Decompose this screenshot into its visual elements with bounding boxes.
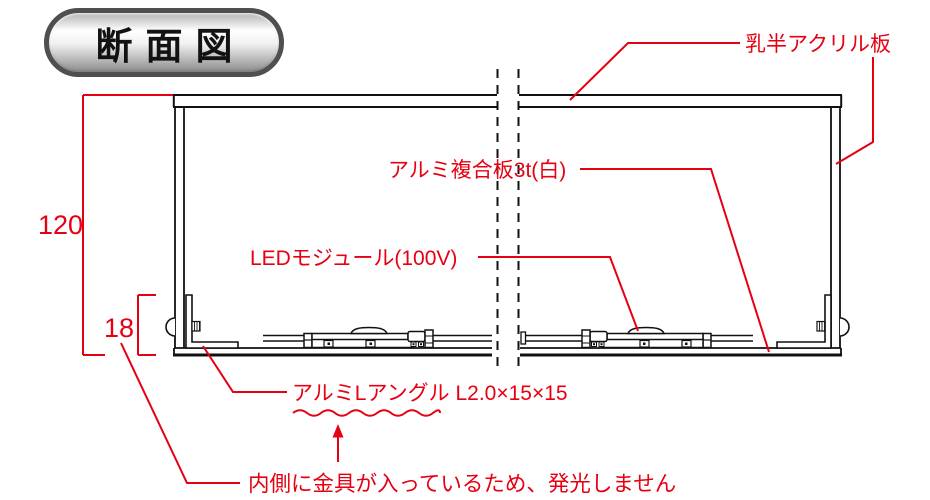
label-composite-panel: アルミ複合板3t(白) <box>388 159 566 182</box>
badge-label: 断面図 <box>95 25 246 67</box>
left-wall <box>174 107 185 348</box>
bolt-head-left <box>165 317 176 337</box>
dimension-120: 120 <box>38 94 173 356</box>
sign-box-outline <box>172 94 843 357</box>
dimension-18: 18 <box>104 294 156 356</box>
screw-left <box>191 320 201 332</box>
annotation-composite-panel: アルミ複合板3t(白) <box>388 159 770 353</box>
led-module-left <box>303 326 434 349</box>
right-wall <box>830 107 841 348</box>
label-l-angle: アルミLアングル L2.0×15×15 <box>292 382 568 405</box>
section-view-badge: 断面図 <box>44 8 284 77</box>
l-angle-left <box>165 294 239 349</box>
wavy-underline <box>292 409 441 417</box>
up-arrow-icon <box>332 424 344 438</box>
dimension-120-value: 120 <box>38 210 83 240</box>
annotation-led-module: LEDモジュール(100V) <box>250 247 639 332</box>
annotation-l-angle: アルミLアングル L2.0×15×15 <box>202 345 568 417</box>
break-lines <box>496 69 520 369</box>
label-acrylic-panel: 乳半アクリル板 <box>745 33 891 56</box>
label-note: 内側に金具が入っているため、発光しません <box>248 472 676 496</box>
screw-right <box>816 320 826 332</box>
led-module-right <box>581 326 712 349</box>
label-led-module: LEDモジュール(100V) <box>250 247 457 270</box>
annotation-acrylic-panel: 乳半アクリル板 <box>569 33 891 165</box>
bolt-head-right <box>839 317 850 337</box>
annotation-note: 内側に金具が入っているため、発光しません <box>120 342 676 496</box>
l-angle-right <box>776 294 850 349</box>
dimension-18-value: 18 <box>104 313 134 343</box>
